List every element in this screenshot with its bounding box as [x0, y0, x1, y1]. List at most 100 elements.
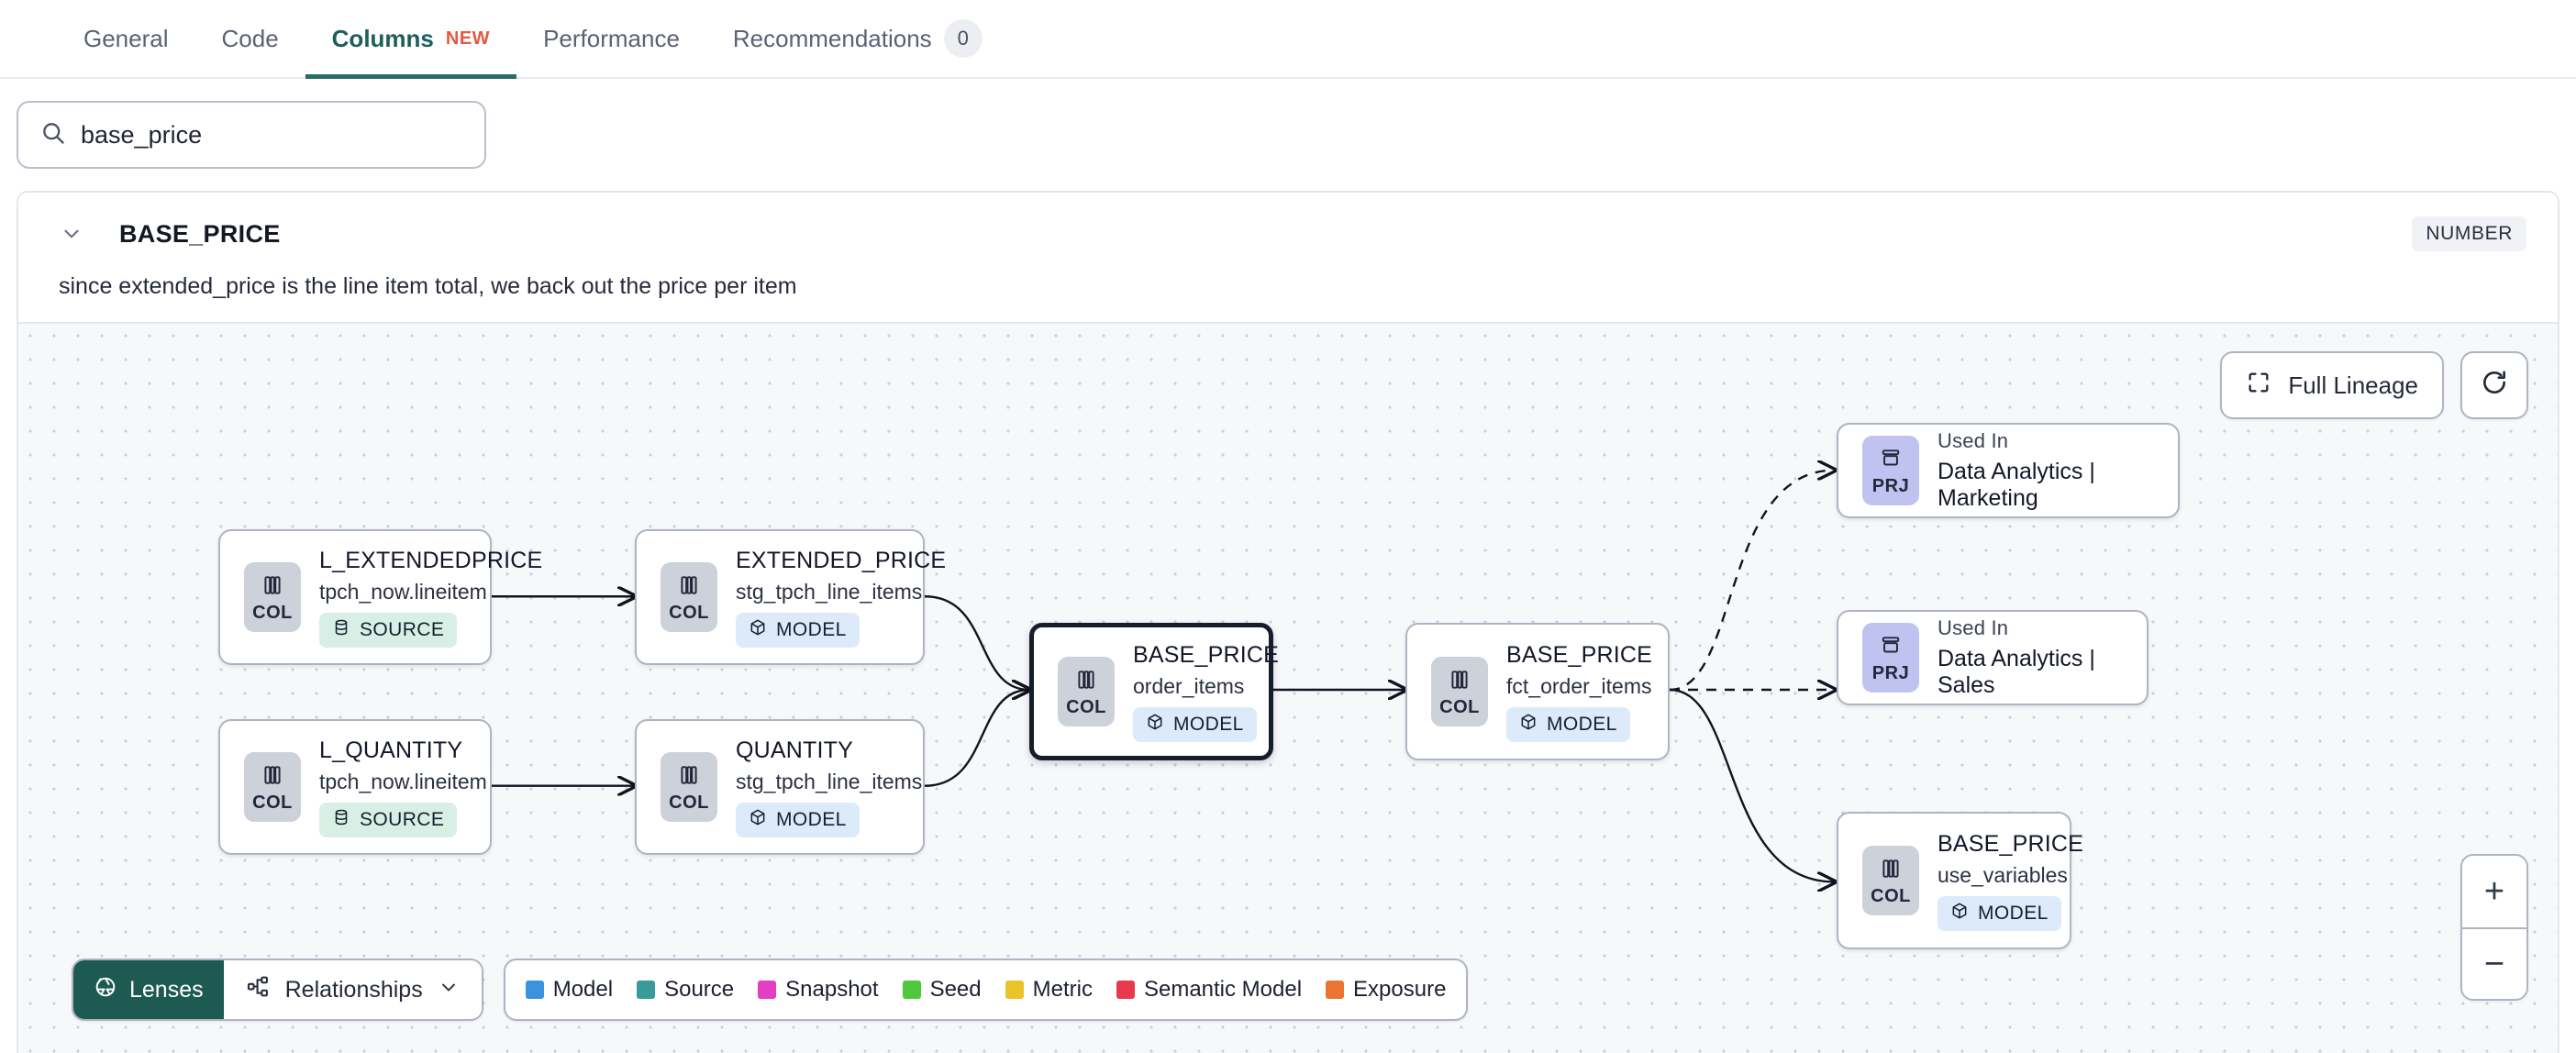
col-kind-badge: COL: [244, 752, 301, 822]
node-body: BASE_PRICE fct_order_items MODEL: [1506, 642, 1652, 742]
tab-recommendations[interactable]: Recommendations 0: [706, 0, 1009, 77]
column-icon: [677, 763, 701, 792]
node-body: Used In Data Analytics | Sales: [1938, 616, 2123, 699]
node-subtitle: Data Analytics | Marketing: [1938, 459, 2095, 511]
tab-general-label: General: [83, 25, 169, 52]
legend-label: Metric: [1032, 977, 1093, 1002]
relationships-label: Relationships: [284, 976, 423, 1003]
node-subtitle: use_variables: [1938, 862, 2068, 887]
node-type-tag-label: MODEL: [1978, 902, 2049, 924]
zoom-out-button[interactable]: −: [2462, 927, 2526, 999]
search-box[interactable]: [17, 101, 486, 169]
node-type-tag: MODEL: [1938, 895, 2061, 931]
tab-performance-label: Performance: [543, 25, 680, 52]
legend-swatch-seed: [902, 981, 921, 999]
column-icon: [261, 763, 284, 792]
search-icon: [40, 120, 66, 150]
node-body: BASE_PRICE order_items MODEL: [1133, 642, 1279, 742]
col-kind-badge: COL: [661, 562, 717, 632]
prj-kind-label: PRJ: [1871, 662, 1910, 683]
tab-recommendations-label: Recommendations: [732, 25, 932, 52]
lineage-node-project-sales[interactable]: PRJ Used In Data Analytics | Sales: [1837, 610, 2149, 705]
lenses-label: Lenses: [129, 976, 204, 1003]
col-kind-label: COL: [669, 792, 709, 813]
canvas-bottom-bar: Lenses Relationships: [72, 959, 1469, 1021]
lineage-node-extended-price[interactable]: COL EXTENDED_PRICE stg_tpch_line_items M…: [635, 529, 946, 665]
cube-icon: [1519, 713, 1538, 737]
lineage-node-base-price-order-items[interactable]: COL BASE_PRICE order_items MODEL: [1029, 623, 1279, 760]
column-icon: [1448, 668, 1471, 696]
lenses-group: Lenses Relationships: [72, 959, 483, 1021]
legend-label: Exposure: [1353, 977, 1447, 1002]
legend-swatch-exposure: [1326, 981, 1345, 999]
node-subtitle: tpch_now.lineitem: [319, 579, 487, 604]
refresh-icon: [2480, 368, 2509, 404]
lineage-node-project-marketing[interactable]: PRJ Used In Data Analytics | Marketing: [1837, 423, 2180, 518]
col-kind-badge: COL: [244, 562, 301, 632]
col-kind-label: COL: [669, 602, 709, 623]
column-type-badge: NUMBER: [2412, 216, 2526, 251]
column-detail-panel: BASE_PRICE NUMBER since extended_price i…: [17, 191, 2559, 1053]
cube-icon: [1950, 902, 1969, 926]
lineage-node-base-price-fct-order-items[interactable]: COL BASE_PRICE fct_order_items MODEL: [1405, 623, 1670, 760]
relationships-button[interactable]: Relationships: [223, 960, 482, 1019]
legend-item-seed: Seed: [902, 977, 982, 1003]
node-body: BASE_PRICE use_variables MODEL: [1938, 831, 2083, 931]
lenses-button[interactable]: Lenses: [73, 960, 224, 1019]
tab-general[interactable]: General: [57, 0, 195, 77]
tab-code[interactable]: Code: [195, 0, 305, 77]
node-body: EXTENDED_PRICE stg_tpch_line_items MODEL: [736, 548, 946, 648]
col-kind-label: COL: [1439, 696, 1480, 717]
legend-item-semantic-model: Semantic Model: [1116, 977, 1302, 1003]
node-body: L_EXTENDEDPRICE tpch_now.lineitem SOURCE: [319, 548, 542, 648]
node-subtitle: order_items: [1133, 673, 1245, 698]
node-title: BASE_PRICE: [1506, 641, 1653, 668]
legend-item-metric: Metric: [1005, 977, 1093, 1003]
column-header: BASE_PRICE NUMBER: [18, 193, 2558, 255]
node-title: EXTENDED_PRICE: [736, 547, 947, 573]
tab-columns-label: Columns: [331, 25, 434, 52]
refresh-button[interactable]: [2460, 351, 2528, 419]
legend-swatch-metric: [1005, 981, 1024, 999]
column-name: BASE_PRICE: [119, 219, 281, 248]
lineage-canvas[interactable]: COL L_EXTENDEDPRICE tpch_now.lineitem SO…: [18, 322, 2558, 1053]
cube-icon: [749, 808, 767, 832]
legend-item-source: Source: [637, 977, 734, 1003]
tab-columns[interactable]: Columns NEW: [305, 0, 517, 79]
lineage-node-l-extendedprice[interactable]: COL L_EXTENDEDPRICE tpch_now.lineitem SO…: [218, 529, 542, 665]
zoom-controls: + −: [2460, 854, 2528, 1001]
lineage-node-quantity[interactable]: COL QUANTITY stg_tpch_line_items MODEL: [635, 719, 925, 855]
node-type-tag: SOURCE: [319, 612, 458, 648]
search-input[interactable]: [81, 120, 462, 150]
database-icon: [332, 808, 350, 832]
lineage-node-l-quantity[interactable]: COL L_QUANTITY tpch_now.lineitem SOURCE: [218, 719, 492, 855]
node-type-tag-label: MODEL: [1173, 713, 1244, 735]
node-title: BASE_PRICE: [1938, 830, 2084, 857]
col-kind-badge: COL: [1058, 657, 1115, 726]
chevron-down-icon: [438, 976, 460, 1004]
node-subtitle: stg_tpch_line_items: [736, 579, 923, 604]
full-lineage-button[interactable]: Full Lineage: [2220, 351, 2444, 419]
chevron-down-icon[interactable]: [59, 221, 84, 247]
database-icon: [332, 618, 350, 642]
legend-item-exposure: Exposure: [1326, 977, 1446, 1003]
tab-performance[interactable]: Performance: [516, 0, 706, 77]
node-title: L_QUANTITY: [319, 737, 463, 763]
lineage-legend: Model Source Snapshot Seed Metric: [503, 959, 1469, 1021]
col-kind-badge: COL: [661, 752, 717, 822]
legend-swatch-snapshot: [758, 981, 777, 999]
node-title: Used In: [1938, 429, 2009, 452]
node-body: Used In Data Analytics | Marketing: [1938, 429, 2154, 512]
zoom-in-button[interactable]: +: [2462, 856, 2526, 927]
archive-icon: [1879, 634, 1903, 662]
node-title: BASE_PRICE: [1133, 641, 1280, 668]
prj-kind-badge: PRJ: [1862, 436, 1919, 505]
node-subtitle: stg_tpch_line_items: [736, 769, 923, 793]
col-kind-badge: COL: [1862, 846, 1919, 915]
node-subtitle: fct_order_items: [1506, 673, 1652, 698]
node-title: QUANTITY: [736, 737, 853, 763]
lineage-node-base-price-use-variables[interactable]: COL BASE_PRICE use_variables MODEL: [1837, 812, 2083, 949]
node-title: L_EXTENDEDPRICE: [319, 547, 543, 573]
node-type-tag: MODEL: [1133, 706, 1257, 742]
legend-label: Seed: [929, 977, 982, 1002]
